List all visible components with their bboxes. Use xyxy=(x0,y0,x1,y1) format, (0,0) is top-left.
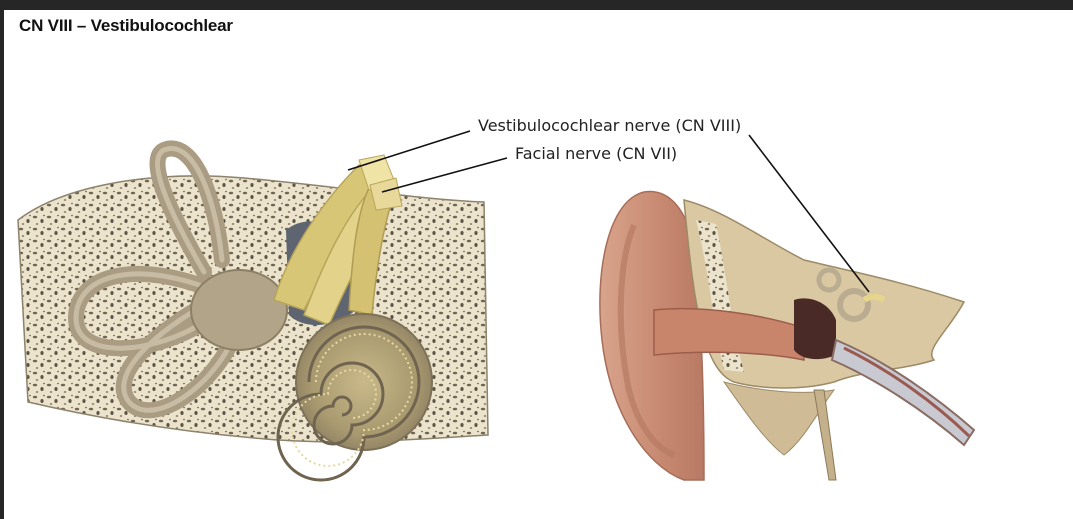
anatomy-illustrations xyxy=(17,130,976,482)
leader-line-cn8-section xyxy=(748,134,870,293)
slide: CN VIII – Vestibulocochlear xyxy=(4,10,1073,519)
leader-line-facial xyxy=(381,157,508,193)
label-vestibulocochlear-nerve: Vestibulocochlear nerve (CN VIII) xyxy=(478,116,742,135)
slide-title: CN VIII – Vestibulocochlear xyxy=(19,16,233,35)
leader-line-vestibulocochlear xyxy=(347,130,471,171)
middle-ear xyxy=(794,298,836,360)
styloid-process xyxy=(813,389,837,481)
eustachian-tube xyxy=(830,338,976,447)
ear-cross-section-illustration xyxy=(599,134,976,481)
inner-ear-illustration xyxy=(17,130,508,482)
nerve-bundles xyxy=(273,154,403,326)
vestibule xyxy=(190,269,288,351)
external-auditory-canal xyxy=(653,307,805,361)
label-facial-nerve: Facial nerve (CN VII) xyxy=(515,144,678,163)
mastoid-region xyxy=(722,381,836,456)
inner-ear-ghost xyxy=(816,267,886,322)
cochlea xyxy=(276,313,433,482)
